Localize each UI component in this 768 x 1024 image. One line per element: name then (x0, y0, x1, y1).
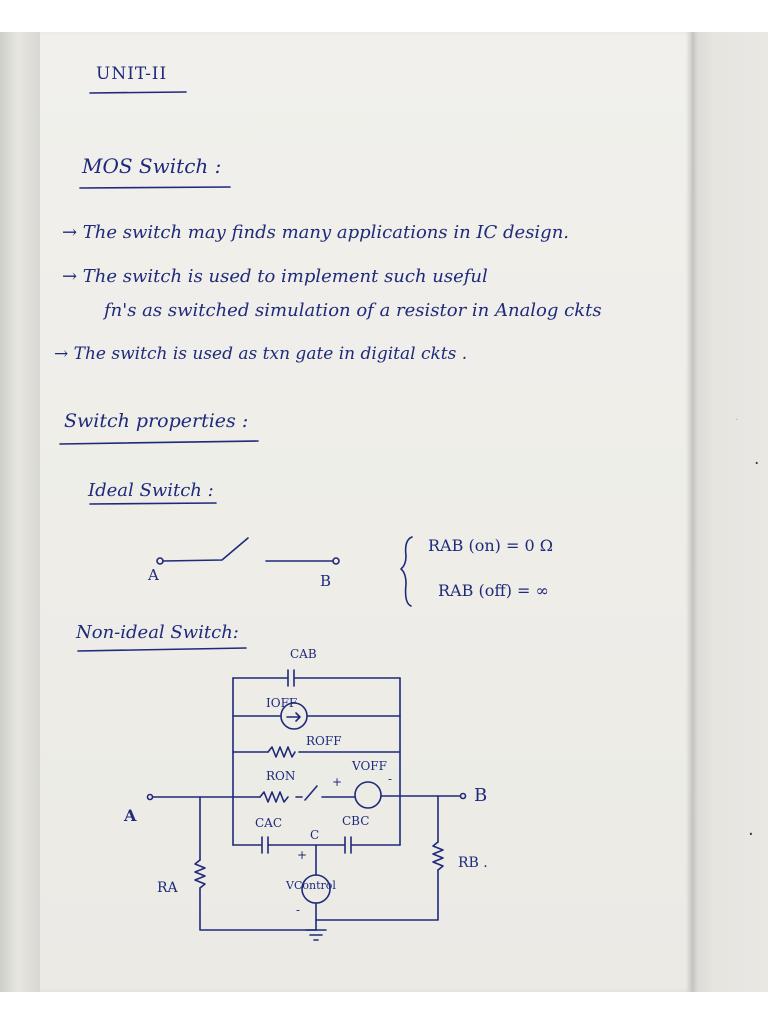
adjacent-page (692, 32, 768, 992)
underline-mos (79, 186, 231, 189)
bullet-2-line-2: fn's as switched simulation of a resisto… (104, 300, 602, 321)
background-top (0, 0, 768, 32)
adjacent-page-mark-2: · (748, 824, 754, 845)
label-voff: VOFF (352, 759, 387, 773)
heading-mos-switch: MOS Switch : (82, 154, 222, 178)
heading-switch-properties: Switch properties : (64, 410, 249, 432)
resistor-ra (194, 859, 206, 889)
switch-ron (295, 785, 318, 801)
label-ioff: IOFF (266, 696, 298, 710)
unit-title: UNIT-II (96, 64, 168, 84)
source-voff (354, 781, 382, 809)
label-vcontrol: VControl (286, 879, 336, 892)
brace-symbol (400, 536, 413, 607)
equation-r-on: RAB (on) = 0 Ω (428, 536, 553, 555)
underline-nonideal (77, 647, 247, 652)
heading-non-ideal-switch: Non-ideal Switch: (76, 622, 239, 643)
label-rb: RB . (458, 855, 488, 871)
page-gutter-shadow (686, 32, 698, 992)
label-node-a: A (124, 806, 137, 825)
background-bottom (0, 992, 768, 1024)
label-node-b: B (474, 785, 488, 806)
resistor-ron (259, 791, 289, 803)
notebook-page (40, 32, 692, 992)
ideal-label-b: B (320, 572, 332, 590)
resistor-rb (432, 841, 444, 871)
label-cac: CAC (255, 816, 283, 830)
equation-r-off: RAB (off) = ∞ (438, 581, 549, 600)
underline-properties (59, 440, 259, 445)
label-voff-plus: + (332, 775, 343, 789)
underline-ideal (89, 502, 217, 505)
adjacent-page-faint-mark: · (735, 413, 739, 426)
source-ioff (280, 702, 308, 730)
label-vcontrol-plus: + (297, 848, 308, 862)
bullet-1: → The switch may finds many applications… (62, 222, 570, 243)
label-ra: RA (157, 880, 178, 896)
ground-symbol (305, 929, 327, 941)
label-cab: CAB (290, 647, 317, 661)
label-voff-minus: - (388, 772, 393, 786)
adjacent-page-mark-1: · (754, 454, 760, 474)
bullet-3: → The switch is used as txn gate in digi… (54, 344, 468, 364)
label-node-c: C (310, 828, 320, 842)
notebook-spine (0, 32, 40, 992)
label-roff: ROFF (306, 734, 342, 748)
heading-ideal-switch: Ideal Switch : (88, 480, 214, 501)
ideal-switch-symbol (156, 537, 340, 565)
label-cbc: CBC (342, 814, 370, 828)
underline-unit (89, 91, 187, 94)
ideal-label-a: A (148, 566, 159, 584)
bullet-2-line-1: → The switch is used to implement such u… (62, 266, 488, 287)
resistor-roff (267, 746, 296, 758)
label-ron: RON (266, 769, 296, 783)
non-ideal-circuit (146, 669, 467, 941)
label-vcontrol-minus: - (296, 903, 301, 917)
